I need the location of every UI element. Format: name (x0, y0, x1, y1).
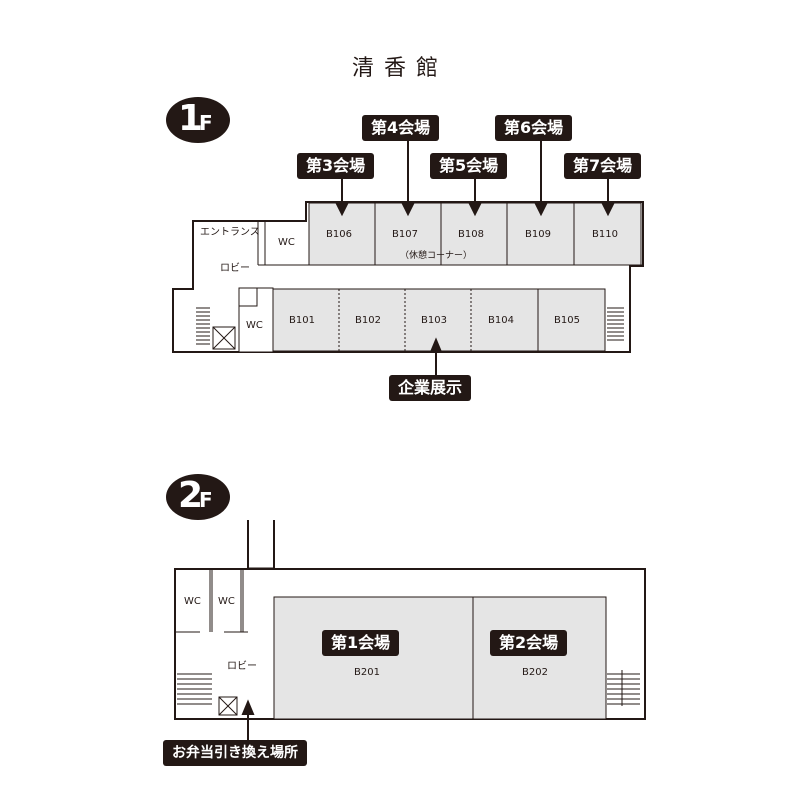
room-label: B106 (326, 229, 352, 240)
floor2-lobby-label: ロビー (227, 661, 257, 672)
room-label: B201 (354, 667, 380, 678)
venue1-tag: 第1会場 (322, 630, 400, 656)
venue2-tag: 第2会場 (490, 630, 568, 656)
bento-pickup-tag: お弁当引き換え場所 (163, 740, 307, 766)
venue7-tag: 第7会場 (564, 153, 642, 179)
floor1-badge-number: 1 (178, 98, 204, 139)
floor1-bottom-rooms (272, 288, 606, 352)
floor2-rooms (273, 596, 607, 720)
room-label: B102 (355, 315, 381, 326)
room-label: B103 (421, 315, 447, 326)
venue4-tag: 第4会場 (362, 115, 440, 141)
floor1-lobby-label: ロビー (220, 263, 250, 274)
floor1-outer-wall (172, 201, 644, 353)
floor1-badge-suffix: F (199, 111, 213, 135)
building-title: 清香館 (351, 56, 448, 81)
floor2-badge: 2 F (166, 474, 230, 520)
exhibit-tag: 企業展示 (389, 375, 472, 401)
venue6-tag: 第6会場 (495, 115, 573, 141)
venue3-tag: 第3会場 (297, 153, 375, 179)
room-label: B108 (458, 229, 484, 240)
entrance-label: エントランス (200, 227, 260, 238)
room-label: B107 (392, 229, 418, 240)
venue5-tag: 第5会場 (430, 153, 508, 179)
room-label: B101 (289, 315, 315, 326)
floor1-wc-bottom: WC (246, 320, 263, 331)
rest-area-label: （休憩コーナー） (400, 251, 473, 261)
floor2-badge-number: 2 (178, 475, 204, 516)
floor1-badge: 1 F (166, 97, 230, 143)
room-label: B202 (522, 667, 548, 678)
floor1-wc-top: WC (278, 237, 295, 248)
room-label: B109 (525, 229, 551, 240)
room-label: B105 (554, 315, 580, 326)
floor2-wc-left: WC (184, 596, 201, 607)
floor2-wc-right: WC (218, 596, 235, 607)
room-label: B110 (592, 229, 618, 240)
room-label: B104 (488, 315, 514, 326)
floor2-badge-suffix: F (199, 488, 213, 512)
